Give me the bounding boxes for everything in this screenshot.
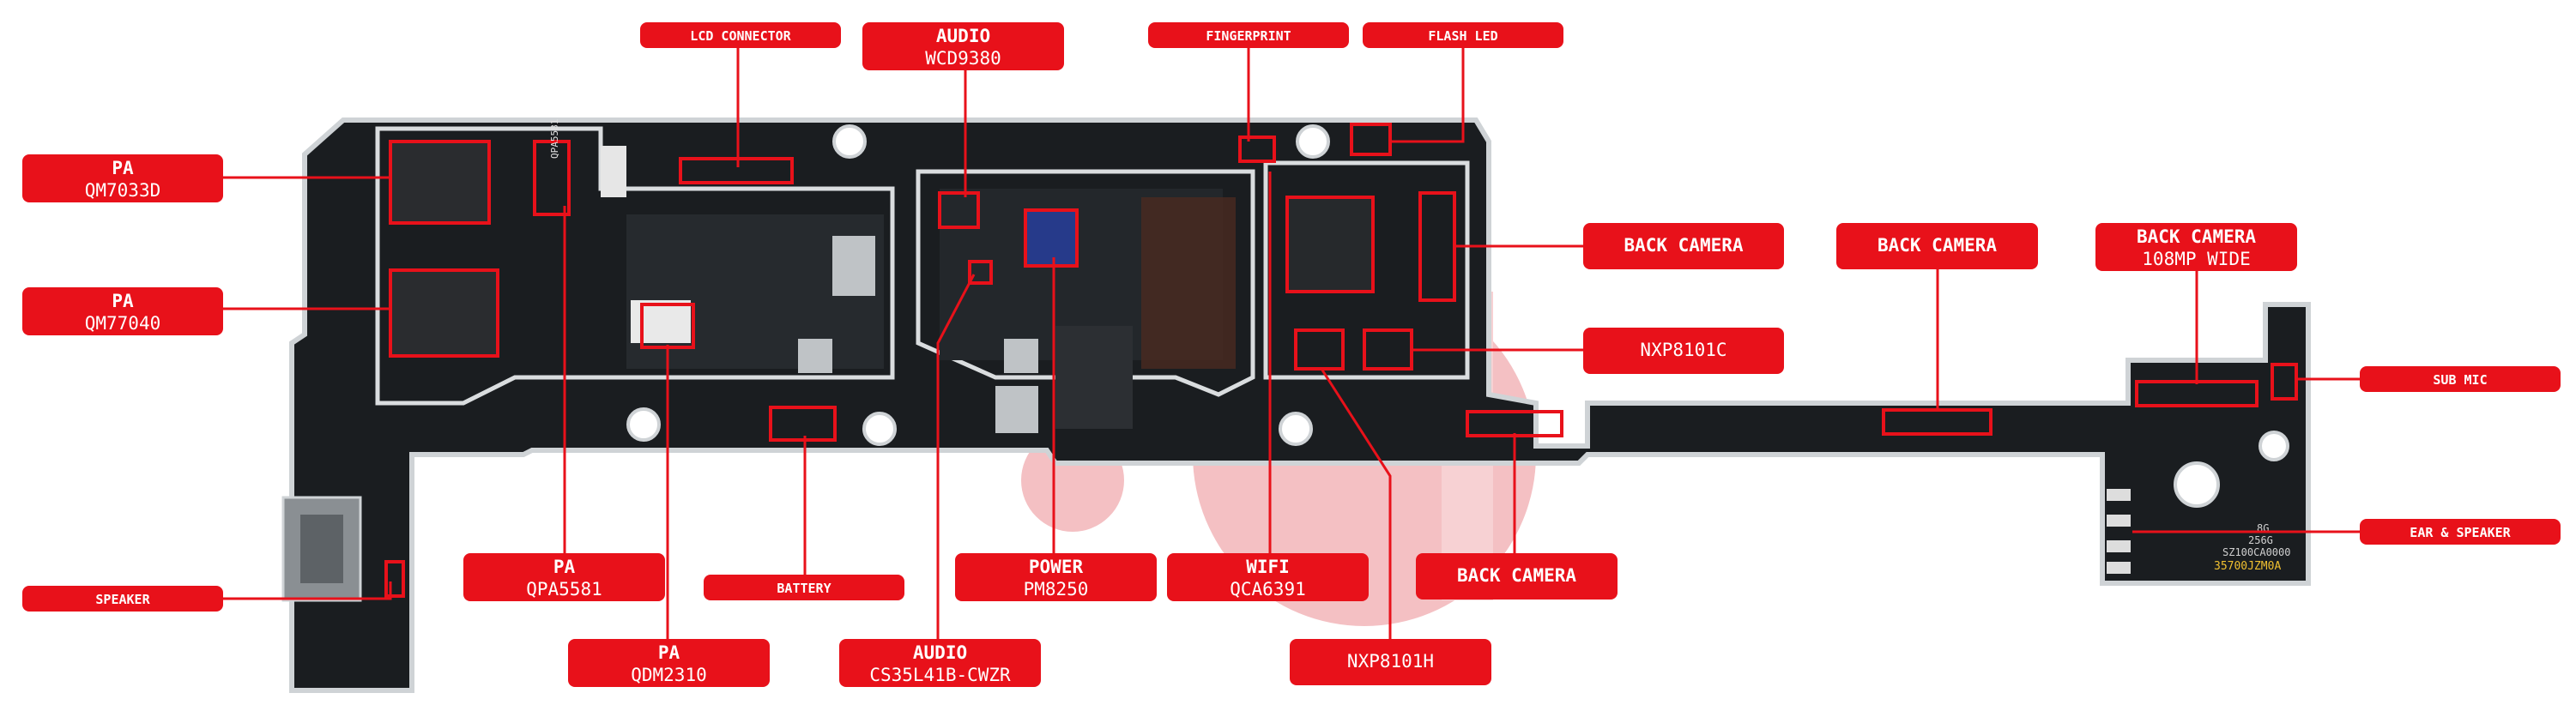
pa-1-part: QM7033D <box>84 179 161 201</box>
label-nxp8101h: NXP8101H <box>1290 639 1491 685</box>
pa-3-part: QPA5581 <box>526 578 602 600</box>
wifi-title: WIFI <box>1246 557 1290 577</box>
nxp-h-text: NXP8101H <box>1346 651 1435 672</box>
label-wifi-qca6391: WIFI QCA6391 <box>1167 553 1369 601</box>
audio-bottom-title: AUDIO <box>912 642 968 663</box>
label-ear-speaker: EAR & SPEAKER <box>2360 519 2561 545</box>
label-pa-qpa5581: PA QPA5581 <box>463 553 665 601</box>
sub-mic-text: SUB MIC <box>2433 371 2488 388</box>
audio-top-title: AUDIO <box>935 26 991 46</box>
pa-4-part: QDM2310 <box>631 664 707 685</box>
pa-2-title: PA <box>112 291 134 311</box>
label-sub-mic: SUB MIC <box>2360 366 2561 392</box>
power-part: PM8250 <box>1023 578 1089 600</box>
highlighted-parts <box>389 123 2298 442</box>
pa-4-title: PA <box>657 642 680 663</box>
pa-2-part: QM77040 <box>84 312 161 334</box>
label-audio-top: AUDIO WCD9380 <box>862 22 1064 70</box>
label-pa-qm77040: PA QM77040 <box>22 287 223 335</box>
label-back-camera-2: BACK CAMERA <box>1836 223 2038 269</box>
lcd-connector-text: LCD CONNECTOR <box>690 27 791 44</box>
board-print-mem-2: 256G <box>2248 534 2273 546</box>
components <box>601 146 1236 433</box>
back-camera-3-part: 108MP WIDE <box>2142 248 2251 269</box>
label-back-camera-108mp: BACK CAMERA 108MP WIDE <box>2095 223 2297 271</box>
pa-1-title: PA <box>112 158 134 178</box>
label-battery: BATTERY <box>704 575 904 600</box>
audio-top-part: WCD9380 <box>925 47 1001 69</box>
label-lcd-connector: LCD CONNECTOR <box>640 22 841 48</box>
label-flash-led: FLASH LED <box>1363 22 1563 48</box>
mounting-holes <box>626 124 2289 508</box>
battery-text: BATTERY <box>777 580 831 596</box>
wifi-part: QCA6391 <box>1230 578 1306 600</box>
leader-lines <box>223 47 2360 639</box>
audio-bottom-part: CS35L41B-CWZR <box>869 664 1011 685</box>
label-power-pm8250: POWER PM8250 <box>955 553 1157 601</box>
label-pa-qm7033d: PA QM7033D <box>22 154 223 202</box>
side-connectors <box>384 489 2131 598</box>
label-speaker: SPEAKER <box>22 586 223 612</box>
board-print-mem-4: 35700JZM0A <box>2214 560 2281 573</box>
back-camera-1-text: BACK CAMERA <box>1624 235 1744 256</box>
board-print-chip: QPA5581 <box>549 119 560 159</box>
board-print-mem-3: SZ100CA0000 <box>2222 546 2290 558</box>
back-camera-4-text: BACK CAMERA <box>1456 565 1577 587</box>
label-audio-cs35l41b: AUDIO CS35L41B-CWZR <box>839 639 1041 687</box>
label-nxp8101c: NXP8101C <box>1583 328 1784 374</box>
pa-3-title: PA <box>553 557 576 577</box>
label-back-camera-4: BACK CAMERA <box>1416 553 1618 600</box>
flash-led-text: FLASH LED <box>1428 27 1498 44</box>
speaker-text: SPEAKER <box>95 591 150 607</box>
ear-speaker-text: EAR & SPEAKER <box>2410 524 2511 540</box>
label-fingerprint: FINGERPRINT <box>1148 22 1349 48</box>
nxp-c-text: NXP8101C <box>1640 340 1727 361</box>
fingerprint-text: FINGERPRINT <box>1206 27 1291 44</box>
label-back-camera-1: BACK CAMERA <box>1583 223 1784 269</box>
power-title: POWER <box>1028 557 1084 577</box>
label-pa-qdm2310: PA QDM2310 <box>568 639 770 687</box>
usb-port <box>281 496 362 602</box>
back-camera-3-title: BACK CAMERA <box>2136 226 2257 247</box>
back-camera-2-text: BACK CAMERA <box>1877 235 1998 256</box>
